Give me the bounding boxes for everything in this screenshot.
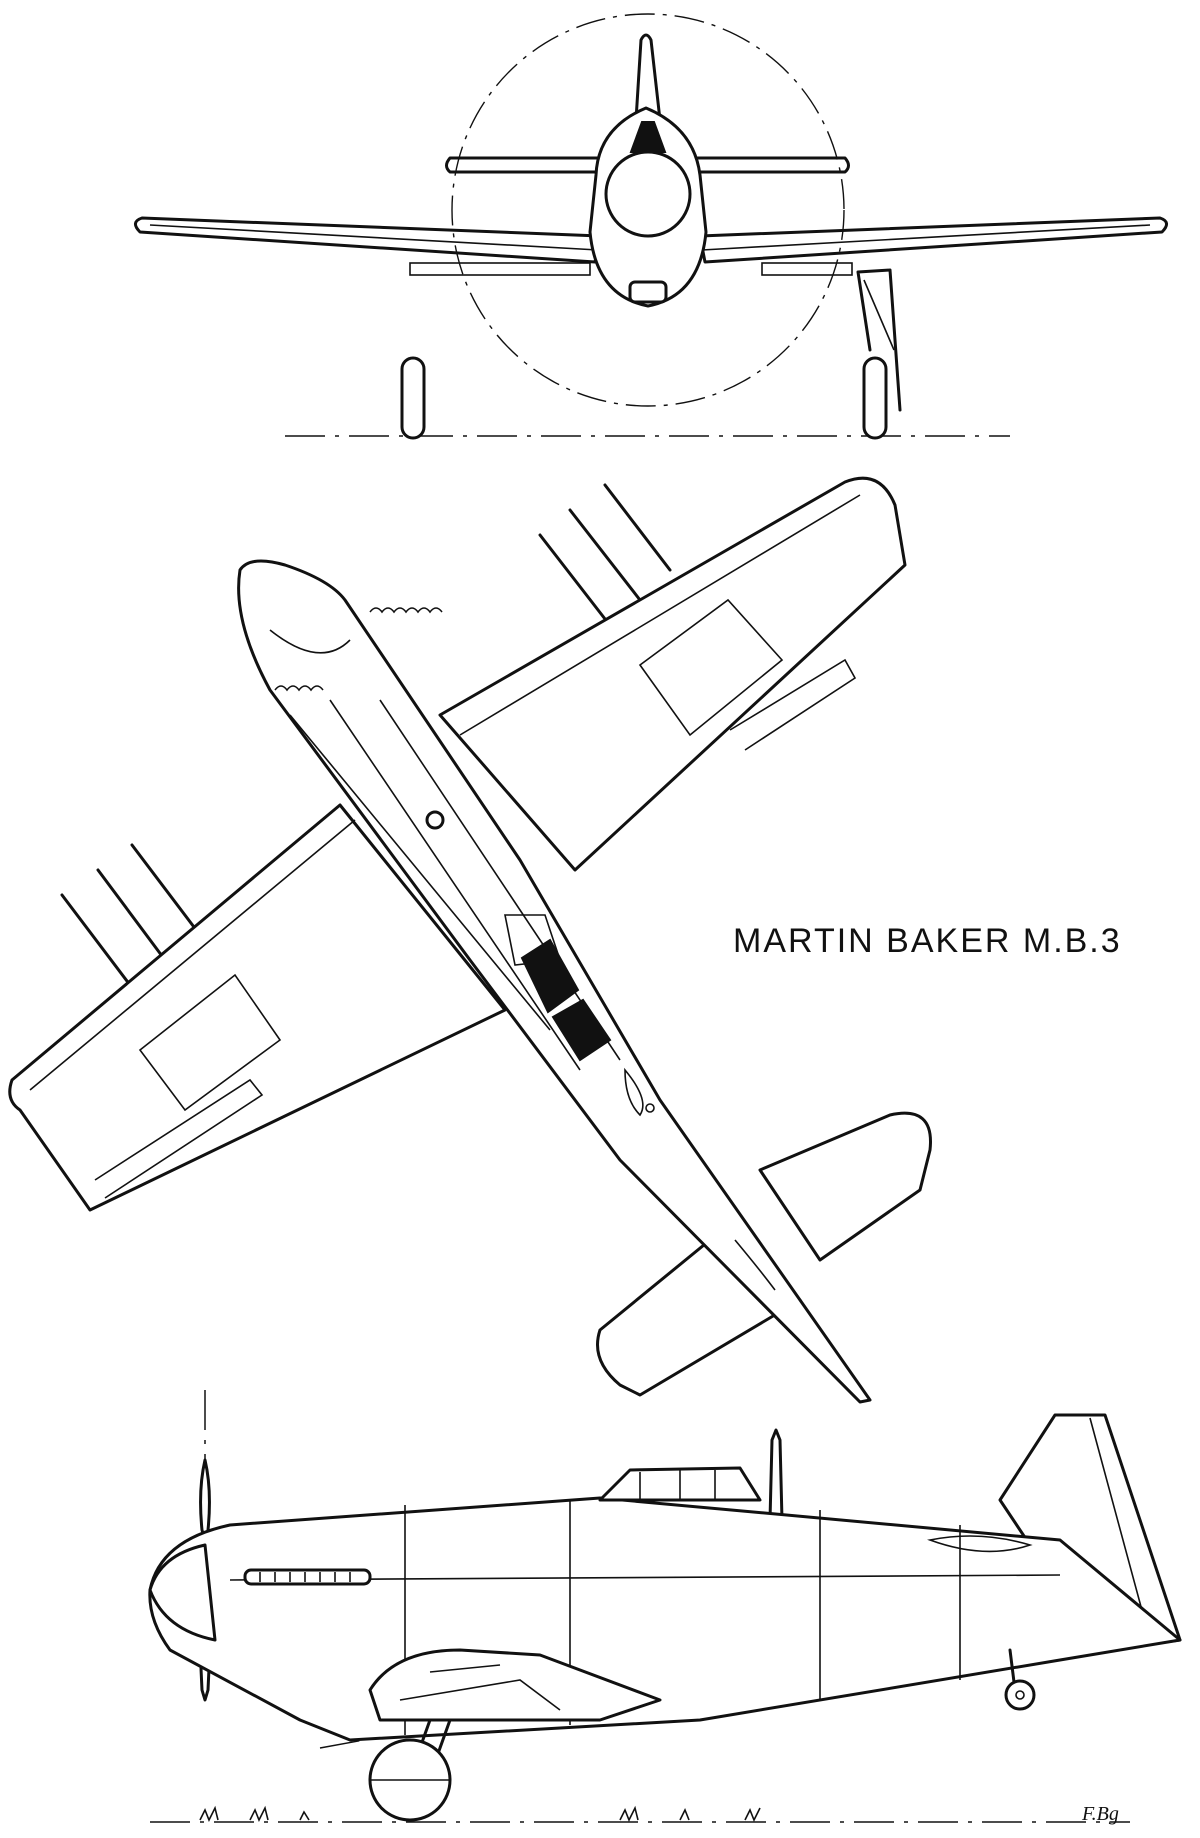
front-wing-right: [698, 216, 1168, 264]
exhaust-stubs: [274, 607, 443, 692]
spinner: [604, 150, 692, 238]
plan-canopy: [504, 914, 612, 1062]
side-exhausts: [243, 1568, 372, 1586]
side-spinner: [148, 1543, 217, 1642]
front-wheel-right: [862, 356, 888, 440]
front-view: [134, 13, 1168, 440]
propeller-blade: [199, 1458, 211, 1542]
plan-tailplane: [758, 1111, 932, 1262]
plan-view: [8, 476, 932, 1404]
side-tail-wheel: [1004, 1679, 1036, 1711]
plan-wing-right: [438, 476, 907, 872]
cannons-right-wing: [538, 483, 672, 630]
front-fin: [634, 33, 662, 122]
front-wing-left: [134, 216, 602, 264]
side-wing-root: [368, 1648, 662, 1722]
aircraft-title: MARTIN BAKER M.B.3: [733, 922, 1122, 960]
propeller-disc: [451, 13, 845, 407]
artist-signature: F.Bg: [1082, 1803, 1119, 1825]
grass-tufts: [199, 1805, 761, 1822]
cannons-left-wing: [60, 843, 202, 987]
side-view: [148, 1390, 1182, 1823]
front-tailplane: [445, 156, 850, 174]
front-wheel-left: [400, 356, 426, 440]
